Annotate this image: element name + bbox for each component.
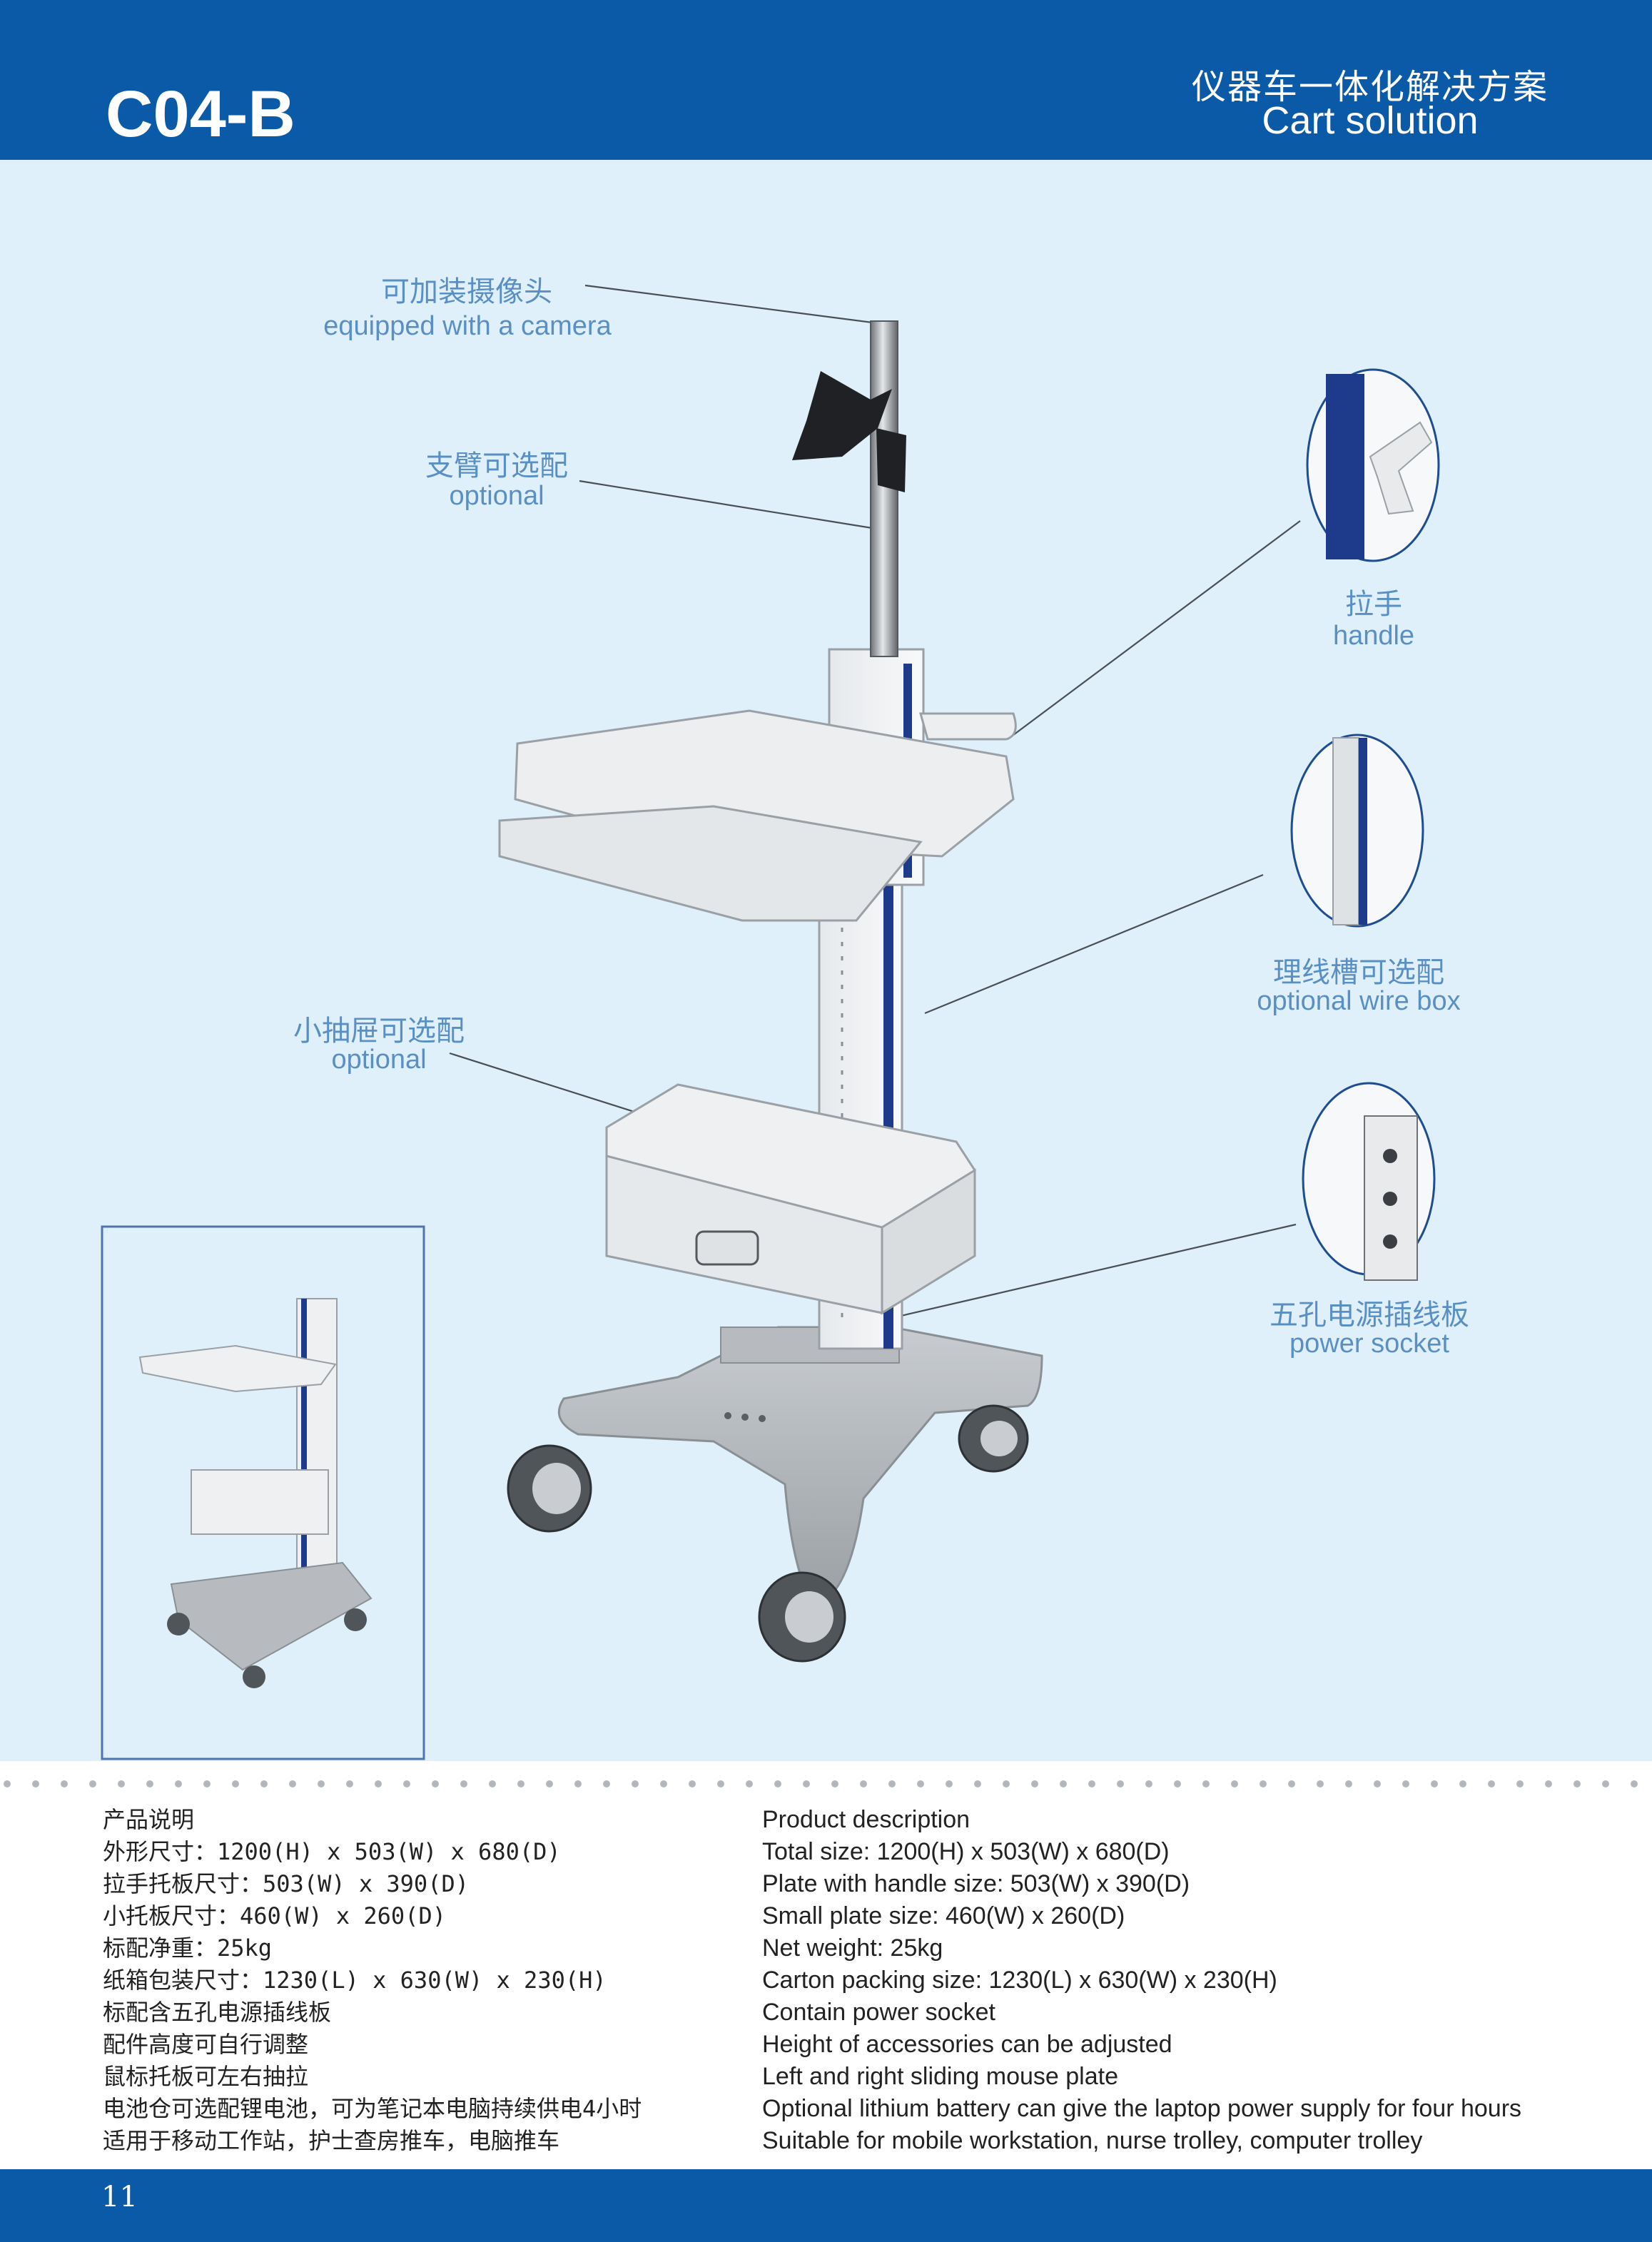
desc-en-line: Product description	[762, 1806, 971, 1833]
desc-en-line: Carton packing size: 1230(L) x 630(W) x …	[762, 1967, 1277, 1994]
desc-cn-line: 拉手托板尺寸：503(W) x 390(D)	[103, 1870, 469, 1897]
desc-cn-line: 配件高度可自行调整	[103, 2031, 309, 2058]
desc-en-line: Optional lithium battery can give the la…	[762, 2095, 1522, 2122]
callout-drawer-cn: 小抽屉可选配	[293, 1015, 465, 1048]
title-en: Cart solution	[1262, 99, 1479, 142]
desc-cn-line: 电池仓可选配锂电池，可为笔记本电脑持续供电4小时	[103, 2095, 642, 2122]
desc-en-line: Net weight: 25kg	[762, 1934, 943, 1962]
callout-camera-cn: 可加装摄像头	[381, 275, 552, 308]
title-cn: 仪器车一体化解决方案	[1191, 67, 1549, 107]
desc-cn-line: 小托板尺寸：460(W) x 260(D)	[103, 1902, 446, 1929]
callout-handle-en: handle	[1332, 621, 1415, 651]
desc-en-line: Suitable for mobile workstation, nurse t…	[762, 2127, 1423, 2154]
description-en: Product description Total size: 1200(H) …	[762, 1804, 1521, 2157]
callout-wirebox-en: optional wire box	[1257, 986, 1461, 1016]
desc-cn-line: 适用于移动工作站，护士查房推车，电脑推车	[103, 2127, 560, 2154]
callout-camera-en: equipped with a camera	[323, 311, 612, 341]
callout-arm-en: optional	[449, 481, 544, 511]
desc-en-line: Left and right sliding mouse plate	[762, 2063, 1118, 2090]
page-number: 11	[101, 2181, 138, 2213]
header-bar	[0, 0, 1652, 160]
desc-cn-line: 标配净重：25kg	[103, 1934, 273, 1962]
callout-socket-en: power socket	[1289, 1329, 1449, 1359]
desc-cn-line: 外形尺寸：1200(H) x 503(W) x 680(D)	[103, 1838, 561, 1865]
callout-wirebox-cn: 理线槽可选配	[1273, 956, 1444, 989]
desc-en-line: Height of accessories can be adjusted	[762, 2031, 1172, 2058]
callout-drawer-en: optional	[331, 1045, 427, 1075]
desc-cn-line: 鼠标托板可左右抽拉	[103, 2063, 309, 2090]
desc-en-line: Total size: 1200(H) x 503(W) x 680(D)	[762, 1838, 1170, 1865]
callout-handle-cn: 拉手	[1345, 588, 1402, 621]
desc-cn-line: 产品说明	[103, 1806, 195, 1833]
desc-en-line: Small plate size: 460(W) x 260(D)	[762, 1902, 1125, 1929]
desc-cn-line: 纸箱包装尺寸：1230(L) x 630(W) x 230(H)	[103, 1967, 607, 1994]
desc-en-line: Plate with handle size: 503(W) x 390(D)	[762, 1870, 1190, 1897]
callout-socket-cn: 五孔电源插线板	[1270, 1299, 1469, 1331]
model-name: C04-B	[106, 78, 295, 151]
description-cn: 产品说明 外形尺寸：1200(H) x 503(W) x 680(D) 拉手托板…	[103, 1804, 642, 2157]
footer-bar	[0, 2169, 1652, 2242]
desc-en-line: Contain power socket	[762, 1999, 995, 2026]
callout-arm-cn: 支臂可选配	[425, 450, 568, 482]
desc-cn-line: 标配含五孔电源插线板	[103, 1999, 332, 2026]
